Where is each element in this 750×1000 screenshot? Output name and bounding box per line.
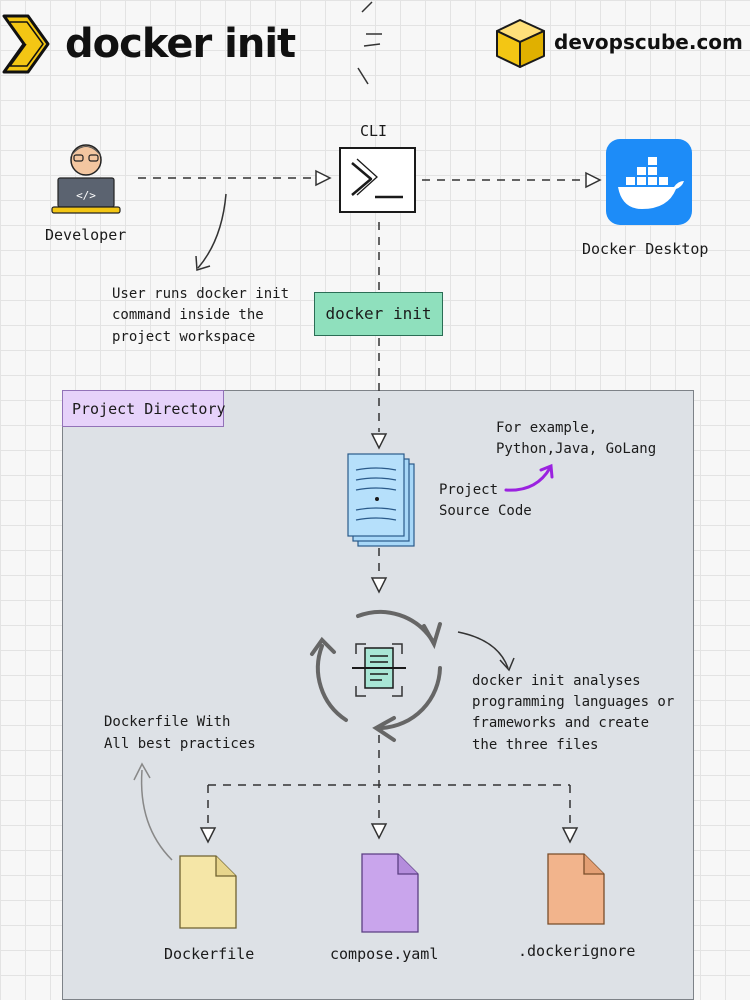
dockerignore-label: .dockerignore — [518, 942, 636, 960]
analyse-note-line-1: docker init analyses — [472, 673, 641, 689]
page-title: docker init — [65, 21, 296, 67]
arrow-cli-to-docker-desktop — [422, 171, 602, 189]
arrow-developer-to-cli — [138, 169, 332, 187]
compose-yaml-label: compose.yaml — [330, 945, 439, 963]
svg-text:</>: </> — [76, 189, 96, 202]
dockerfile-label: Dockerfile — [164, 945, 255, 963]
example-note-line-2: Python,Java, GoLang — [496, 441, 657, 457]
user-note-line-1: User runs docker init — [112, 286, 290, 302]
document-scan-icon — [352, 643, 406, 697]
dockerignore-file-icon — [547, 853, 605, 925]
analyse-cycle-icon — [310, 610, 442, 742]
cube-logo-icon — [496, 19, 545, 68]
arrow-branch-to-files — [207, 735, 571, 826]
brand-name: devopscube.com — [554, 30, 743, 54]
cli-label: CLI — [360, 122, 388, 140]
user-note-line-3: project workspace — [112, 329, 256, 345]
project-directory-label: Project Directory — [62, 390, 226, 427]
docker-desktop-label: Docker Desktop — [582, 240, 709, 258]
arrow-head-dockerignore — [561, 827, 579, 844]
user-note-line-2: command inside the — [112, 307, 264, 323]
chevron-logo-icon — [2, 14, 50, 74]
docker-init-command: docker init — [314, 292, 443, 336]
source-code-icon — [347, 453, 415, 547]
arrow-source-to-analyser — [370, 548, 388, 594]
example-swoosh-arrow — [504, 463, 554, 492]
source-code-label-line-1: Project — [439, 482, 499, 498]
arrow-head-compose — [370, 823, 388, 840]
arrow-head-dockerfile — [199, 827, 217, 844]
source-code-label-line-2: Source Code — [439, 503, 532, 519]
sparkle-lines-icon — [357, 1, 382, 85]
analyse-note-line-3: frameworks and create — [472, 715, 650, 731]
example-note-line-1: For example, — [496, 420, 598, 436]
arrow-cli-to-source — [370, 222, 388, 450]
cli-terminal-icon — [339, 147, 416, 213]
arrow-to-user-note — [195, 193, 227, 271]
developer-icon: </> — [51, 144, 121, 214]
analyse-note-line-4: the three files — [472, 737, 599, 753]
arrow-to-dockerfile-note — [133, 762, 173, 861]
compose-yaml-file-icon — [361, 853, 419, 933]
developer-label: Developer — [45, 226, 127, 244]
analyse-note-line-2: programming languages or — [472, 694, 675, 710]
docker-desktop-icon — [606, 139, 692, 225]
arrow-to-analyse-note — [457, 631, 515, 672]
dockerfile-note-line-1: Dockerfile With — [104, 714, 231, 730]
dockerfile-note-line-2: All best practices — [104, 736, 256, 752]
dockerfile-file-icon — [179, 855, 237, 929]
